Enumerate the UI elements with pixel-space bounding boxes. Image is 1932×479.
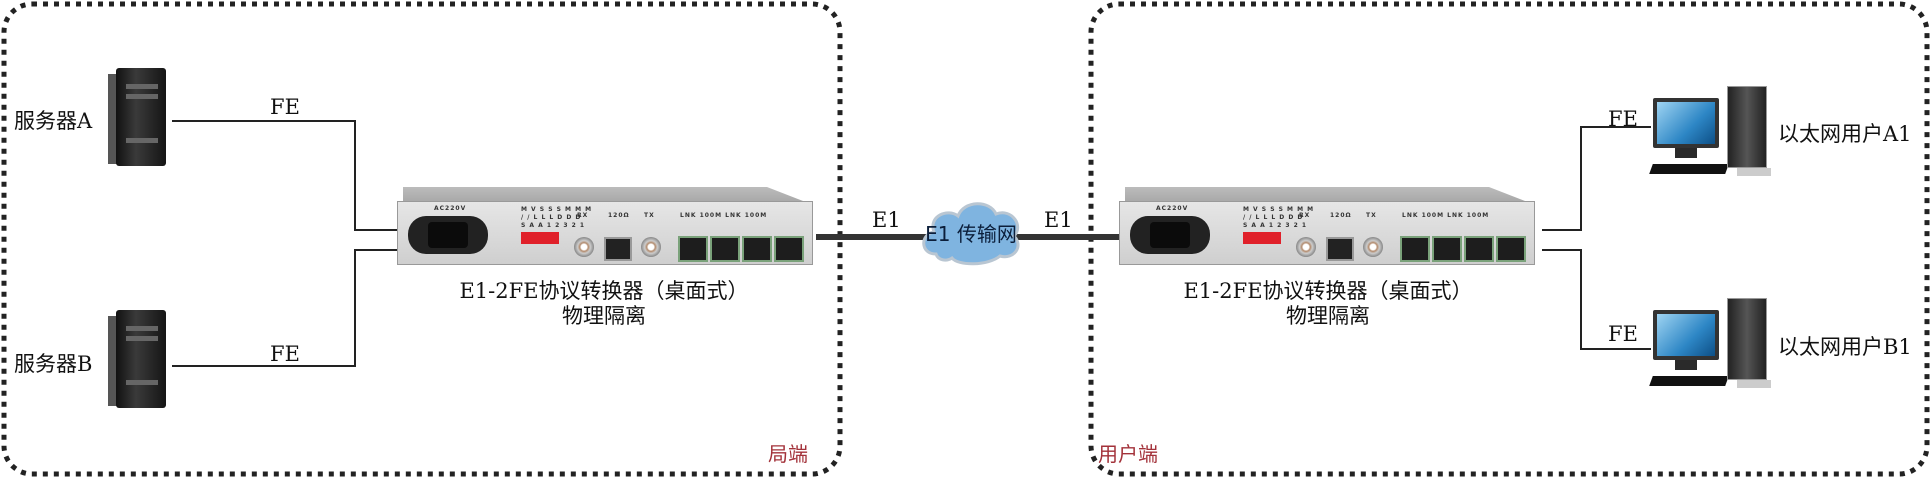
e1-label-right: E1 xyxy=(1044,208,1073,232)
remote-zone-label: 用户端 xyxy=(1098,442,1158,466)
ethernet-port xyxy=(1432,236,1462,262)
ethernet-port xyxy=(1496,236,1526,262)
e1-label-left: E1 xyxy=(872,208,901,232)
dip-switch[interactable] xyxy=(1243,232,1281,244)
server-a-label: 服务器A xyxy=(14,109,93,133)
server-b-icon xyxy=(108,310,172,408)
user-b1-label: 以太网用户B1 xyxy=(1778,335,1912,359)
fe-link-server-a xyxy=(172,120,397,231)
power-label: AC220V xyxy=(1156,205,1189,212)
cloud-icon xyxy=(922,202,1020,266)
dip-label: M V S S S M M M xyxy=(1243,206,1315,213)
fe-label-server-b: FE xyxy=(270,342,300,366)
dip-switch[interactable] xyxy=(521,232,559,244)
e1-network-cloud: E1 传输网 xyxy=(918,196,1024,266)
tx-bnc-port xyxy=(641,237,661,257)
impedance-label: 120Ω xyxy=(1330,212,1352,219)
power-socket-icon xyxy=(1130,216,1210,254)
e1-rj45-port xyxy=(1326,237,1354,261)
rx-bnc-port xyxy=(574,237,594,257)
user-a1-label: 以太网用户A1 xyxy=(1778,122,1912,146)
dip-label-3: S A A 1 2 3 2 1 xyxy=(521,222,586,229)
tx-bnc-port xyxy=(1363,237,1383,257)
fe-link-server-b xyxy=(172,249,397,367)
converter-device-remote: AC220V M V S S S M M M / / L L L D D D S… xyxy=(1119,187,1538,267)
power-socket-icon xyxy=(408,216,488,254)
fe-label-user-a1: FE xyxy=(1608,107,1638,131)
e1-rj45-port xyxy=(604,237,632,261)
fe-link-user-b1 xyxy=(1542,249,1651,350)
fe-label-user-b1: FE xyxy=(1608,322,1638,346)
dip-label-2: / / L L L D D D xyxy=(1243,214,1304,221)
ethernet-port xyxy=(1464,236,1494,262)
ethernet-port xyxy=(678,236,708,262)
dip-label: M V S S S M M M xyxy=(521,206,593,213)
device-remote-caption: E1-2FE协议转换器（桌面式）物理隔离 xyxy=(1183,279,1473,328)
server-a-icon xyxy=(108,68,172,166)
impedance-label: 120Ω xyxy=(608,212,630,219)
device-front-panel: AC220V M V S S S M M M / / L L L D D D S… xyxy=(1119,201,1535,265)
power-label: AC220V xyxy=(434,205,467,212)
ethernet-port xyxy=(742,236,772,262)
dip-label-2: / / L L L D D D xyxy=(521,214,582,221)
ethernet-port xyxy=(1400,236,1430,262)
converter-device-local: AC220V M V S S S M M M / / L L L D D D S… xyxy=(397,187,816,267)
dip-label-3: S A A 1 2 3 2 1 xyxy=(1243,222,1308,229)
rx-bnc-port xyxy=(1296,237,1316,257)
user-b1-pc-icon xyxy=(1649,298,1775,392)
user-a1-pc-icon xyxy=(1649,86,1775,180)
rx-label: RX xyxy=(577,212,589,219)
device-local-caption: E1-2FE协议转换器（桌面式）物理隔离 xyxy=(459,279,749,328)
cloud-label: E1 传输网 xyxy=(925,222,1017,246)
rx-label: RX xyxy=(1299,212,1311,219)
local-zone-border xyxy=(1,1,843,477)
ports-label: LNK 100M LNK 100M xyxy=(1402,212,1490,219)
server-b-label: 服务器B xyxy=(14,352,93,376)
fe-link-user-a1 xyxy=(1542,126,1651,231)
tx-label: TX xyxy=(644,212,655,219)
ethernet-port xyxy=(774,236,804,262)
ports-label: LNK 100M LNK 100M xyxy=(680,212,768,219)
ethernet-port xyxy=(710,236,740,262)
local-zone-label: 局端 xyxy=(768,442,808,466)
fe-label-server-a: FE xyxy=(270,95,300,119)
tx-label: TX xyxy=(1366,212,1377,219)
device-front-panel: AC220V M V S S S M M M / / L L L D D D S… xyxy=(397,201,813,265)
